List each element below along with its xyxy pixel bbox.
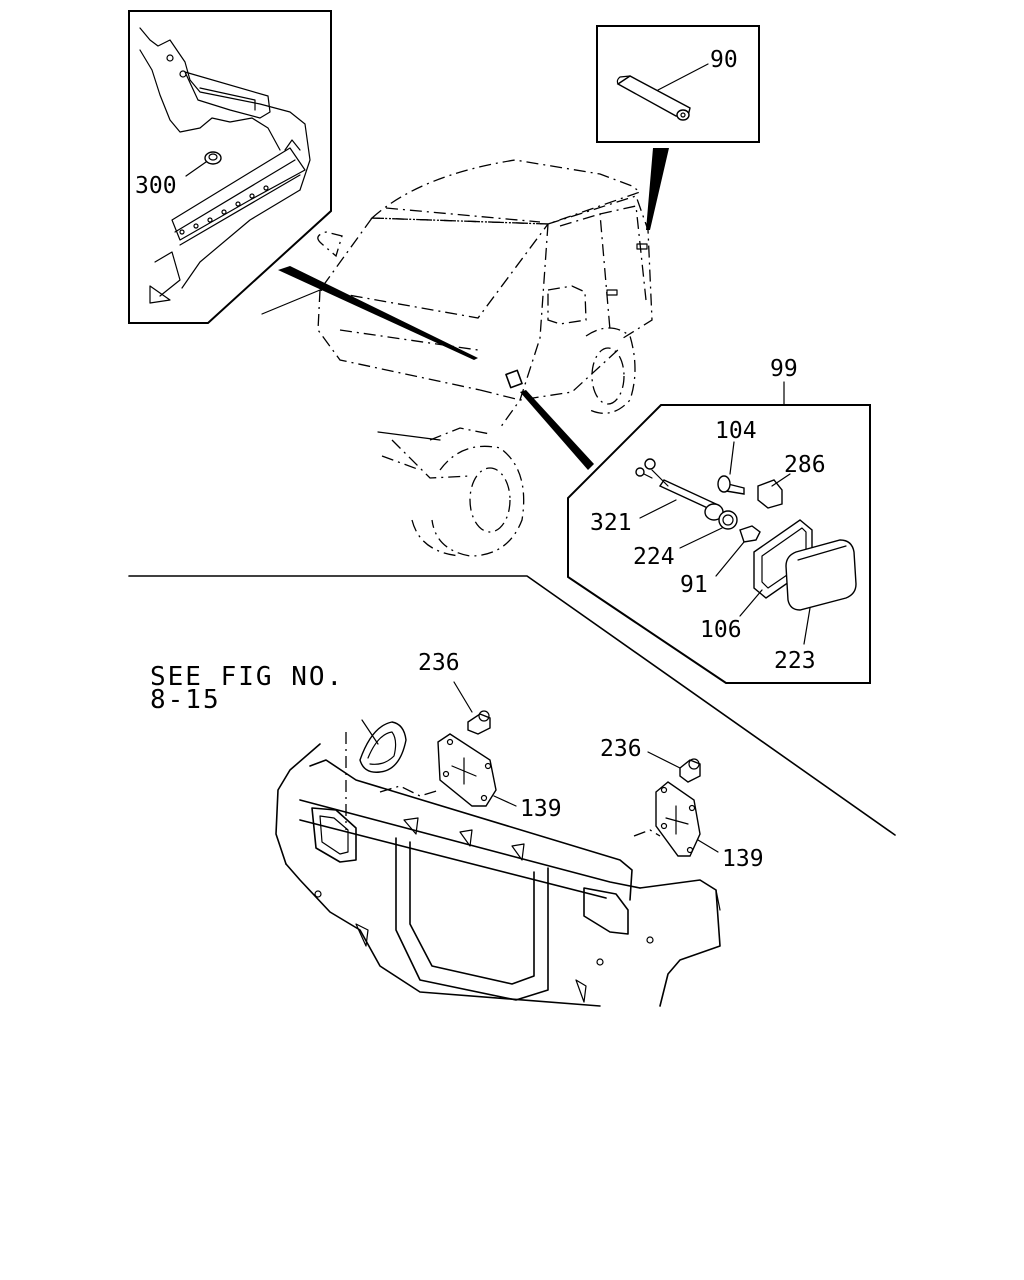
callout-321: 321 — [590, 510, 632, 536]
callout-90: 90 — [710, 47, 738, 73]
inset-side-lamp: 99 321 104 286 224 91 106 — [567, 356, 871, 684]
leader-wedge-bulb — [646, 148, 669, 230]
callout-223: 223 — [774, 648, 816, 674]
callout-104: 104 — [715, 418, 757, 444]
leader-wedge-sidelamp — [520, 390, 594, 470]
inset-bulb: 90 — [596, 25, 760, 143]
callout-286: 286 — [784, 452, 826, 478]
callout-139-right: 139 — [722, 846, 764, 872]
section-divider — [128, 575, 896, 836]
callout-106: 106 — [700, 617, 742, 643]
inset-fender-bracket: 300 — [128, 10, 332, 324]
callout-99: 99 — [770, 356, 798, 382]
vehicle-outline — [261, 159, 653, 557]
leader-wedge-fender — [278, 266, 478, 360]
callout-236-right: 236 — [600, 736, 642, 762]
see-fig-note-line1: SEE FIG NO. — [150, 662, 344, 692]
callout-139-left: 139 — [520, 796, 562, 822]
callout-91: 91 — [680, 572, 708, 598]
lower-assembly: SEE FIG NO. 8-15 139 236 139 — [150, 650, 764, 1007]
callout-300: 300 — [135, 173, 177, 199]
see-fig-note-line2: 8-15 — [150, 685, 221, 715]
callout-236-left: 236 — [418, 650, 460, 676]
callout-224: 224 — [633, 544, 675, 570]
